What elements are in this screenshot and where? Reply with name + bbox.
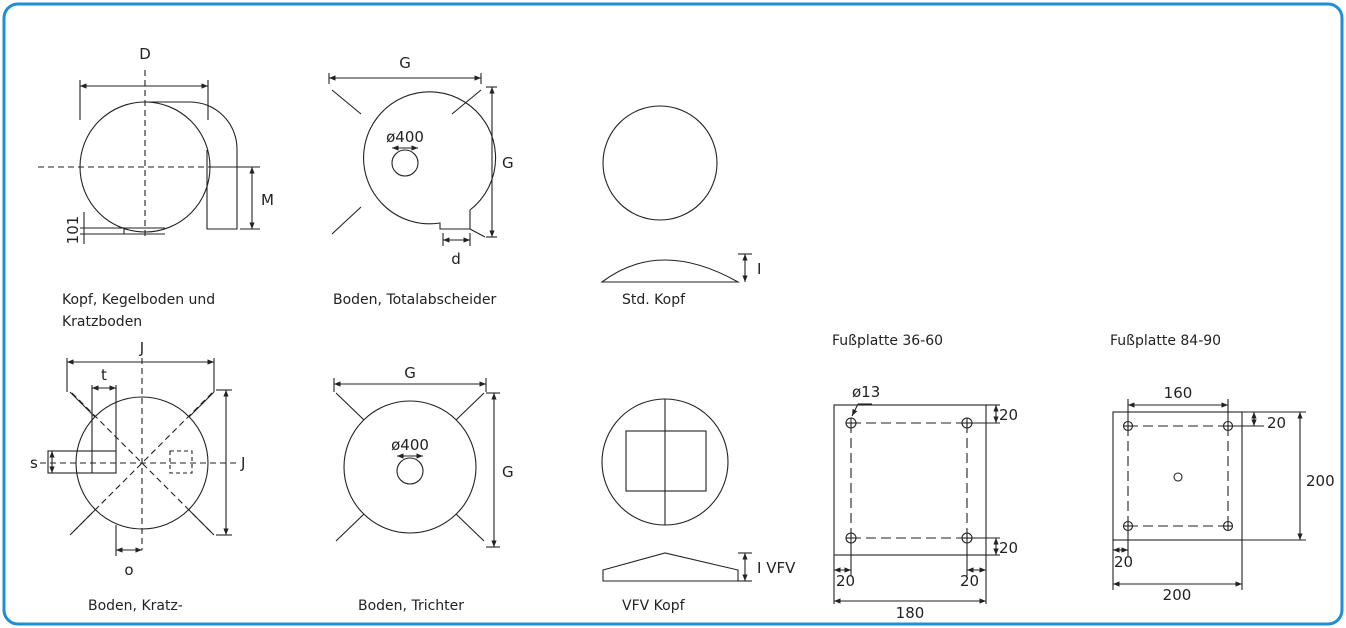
trichter-caption: Boden, Trichter (358, 598, 464, 614)
kopf-dim-d: D (139, 45, 151, 63)
diagram-kratz (40, 358, 240, 556)
std-kopf-caption: Std. Kopf (622, 292, 686, 308)
fussplatte-36-60-dim-right: 20 (960, 572, 979, 590)
kratz-dim-s: s (30, 454, 38, 472)
diagram-kopf (38, 70, 260, 244)
diagram-trichter (333, 378, 500, 548)
totalabscheider-dim-g-side: G (502, 154, 514, 172)
fussplatte-84-90-dim-200-side: 200 (1306, 472, 1335, 490)
diagram-fussplatte-84-90 (1112, 399, 1306, 590)
kratz-dim-j-side: J (240, 454, 245, 472)
diagram-totalabscheider (328, 73, 497, 246)
vfv-kopf-caption: VFV Kopf (622, 598, 686, 614)
fussplatte-84-90-caption: Fußplatte 84-90 (1110, 333, 1221, 349)
fussplatte-84-90-dim-20-right: 20 (1267, 414, 1286, 432)
kratz-dim-t: t (101, 366, 107, 384)
fussplatte-36-60-dim-left: 20 (836, 572, 855, 590)
kopf-caption-line2: Kratzboden (62, 314, 142, 330)
totalabscheider-caption: Boden, Totalabscheider (333, 292, 496, 308)
kratz-caption: Boden, Kratz- (88, 598, 183, 614)
std-kopf-dim-i: I (757, 260, 761, 278)
kopf-dim-m: M (261, 191, 274, 209)
kopf-dim-101: 101 (64, 216, 82, 245)
kratz-dim-j-top: J (139, 339, 144, 357)
fussplatte-84-90-dim-20-left: 20 (1114, 553, 1133, 571)
diagram-vfv-kopf (601, 398, 752, 582)
trichter-dim-g-side: G (502, 463, 514, 481)
kratz-dim-o: o (124, 561, 133, 579)
fussplatte-84-90-dim-200-bottom: 200 (1163, 586, 1192, 604)
totalabscheider-dim-d: d (451, 250, 461, 268)
totalabscheider-hole-label: ø400 (386, 128, 424, 146)
fussplatte-36-60-hole-label: ø13 (852, 383, 880, 401)
trichter-dim-g-top: G (404, 364, 416, 382)
kopf-caption-line1: Kopf, Kegelboden und (62, 292, 215, 308)
fussplatte-36-60-dim-width: 180 (896, 604, 925, 622)
vfv-kopf-dim-i: I VFV (757, 559, 796, 577)
fussplatte-36-60-caption: Fußplatte 36-60 (832, 333, 943, 349)
totalabscheider-dim-g-top: G (399, 54, 411, 72)
fussplatte-36-60-dim-bottom: 20 (999, 539, 1018, 557)
fussplatte-36-60-dim-top: 20 (999, 406, 1018, 424)
diagram-fussplatte-36-60 (833, 403, 1000, 604)
fussplatte-84-90-dim-160: 160 (1164, 384, 1193, 402)
diagram-std-kopf (600, 105, 752, 283)
trichter-hole-label: ø400 (391, 436, 429, 454)
